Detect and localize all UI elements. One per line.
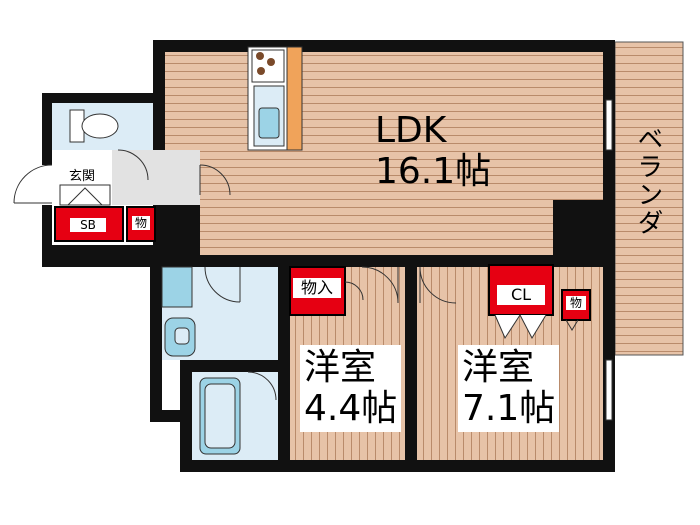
western-room-a-floor-top <box>345 267 405 315</box>
ldk-floor-lower <box>200 200 553 255</box>
storage-entrance <box>126 206 156 242</box>
ldk-floor <box>165 52 603 200</box>
western-room-a-size: 4.4帖 <box>304 388 398 430</box>
western-room-b-size: 7.1帖 <box>462 388 556 430</box>
balcony-label: ベランダ <box>632 125 663 237</box>
storage-entrance-label: 物 <box>132 216 150 230</box>
kitchen-counter <box>247 46 303 151</box>
balcony <box>614 41 684 356</box>
shoe-box-label: SB <box>70 218 106 232</box>
toilet-room <box>52 103 153 150</box>
storage-in-label: 物入 <box>293 278 341 298</box>
storage-room-b-label: 物 <box>566 296 586 310</box>
washroom <box>161 266 278 360</box>
bathroom <box>192 371 278 460</box>
room-a-door-arc <box>361 266 399 304</box>
ldk-name: LDK <box>375 110 447 151</box>
western-room-b-name: 洋室 <box>462 347 535 388</box>
western-room-a-name: 洋室 <box>304 347 377 388</box>
ldk-label: LDK 16.1帖 <box>375 110 491 193</box>
walls <box>42 40 615 472</box>
entrance-area <box>13 149 231 206</box>
entrance-label: 玄関 <box>68 169 95 184</box>
ldk-size: 16.1帖 <box>375 151 492 193</box>
room-b-door-arc <box>419 266 457 304</box>
closet-label: CL <box>497 285 545 305</box>
western-room-b-label: 洋室 7.1帖 <box>458 345 560 432</box>
windows <box>605 99 613 421</box>
western-room-a-label: 洋室 4.4帖 <box>300 345 402 432</box>
shoe-box <box>54 206 124 242</box>
